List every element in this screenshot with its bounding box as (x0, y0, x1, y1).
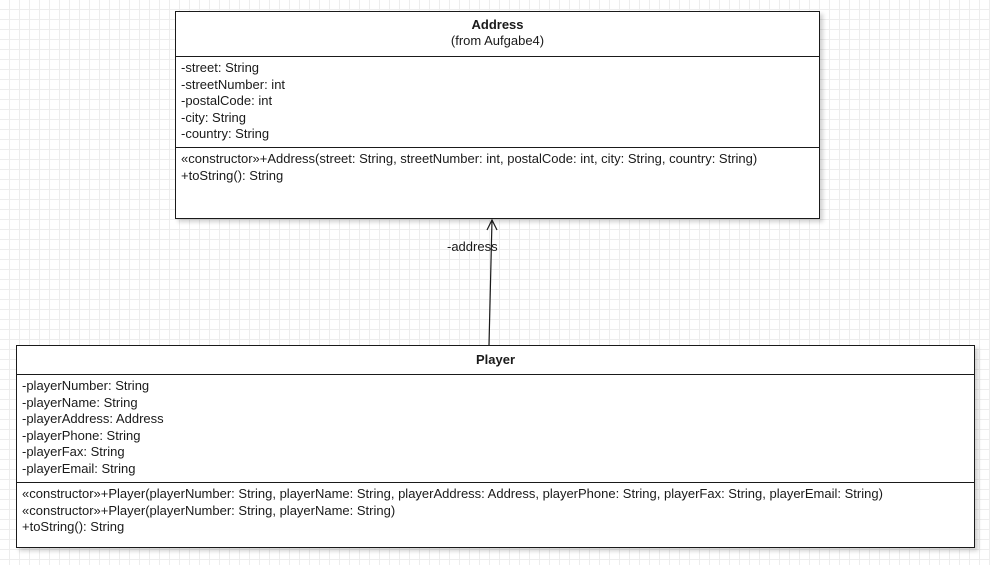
address-class-package: (from Aufgabe4) (450, 33, 545, 48)
player-class-box[interactable]: Player -playerNumber: String -playerName… (16, 345, 975, 548)
player-class-name: Player (475, 352, 516, 367)
address-class-name: Address (471, 17, 524, 32)
address-class-box[interactable]: Address (from Aufgabe4) -street: String … (175, 11, 820, 219)
operation-player-constructor-full: «constructor»+Player(playerNumber: Strin… (22, 486, 883, 501)
player-attributes: -playerNumber: String -playerName: Strin… (17, 375, 974, 483)
navigability-arrowhead (486, 218, 498, 231)
attribute-player-number: -playerNumber: String (22, 378, 150, 393)
attribute-postal-code: -postalCode: int (181, 93, 273, 108)
player-class-header: Player (17, 346, 974, 375)
address-attributes: -street: String -streetNumber: int -post… (176, 57, 819, 148)
attribute-country: -country: String (181, 126, 270, 141)
attribute-street: -street: String (181, 60, 260, 75)
address-class-header: Address (from Aufgabe4) (176, 12, 819, 57)
attribute-player-address: -playerAddress: Address (22, 411, 164, 426)
player-operations: «constructor»+Player(playerNumber: Strin… (17, 483, 974, 539)
attribute-street-number: -streetNumber: int (181, 76, 286, 92)
operation-player-constructor-short: «constructor»+Player(playerNumber: Strin… (22, 502, 396, 518)
operation-address-constructor: «constructor»+Address(street: String, st… (181, 151, 758, 166)
operation-player-to-string: +toString(): String (22, 519, 125, 534)
association-role-label: -address (447, 239, 498, 254)
attribute-player-fax: -playerFax: String (22, 444, 125, 459)
attribute-city: -city: String (181, 109, 247, 125)
address-operations: «constructor»+Address(street: String, st… (176, 148, 819, 187)
attribute-player-phone: -playerPhone: String (22, 427, 141, 443)
attribute-player-email: -playerEmail: String (22, 460, 136, 476)
association-line[interactable] (488, 219, 493, 346)
operation-address-to-string: +toString(): String (181, 167, 284, 183)
attribute-player-name: -playerName: String (22, 394, 138, 410)
